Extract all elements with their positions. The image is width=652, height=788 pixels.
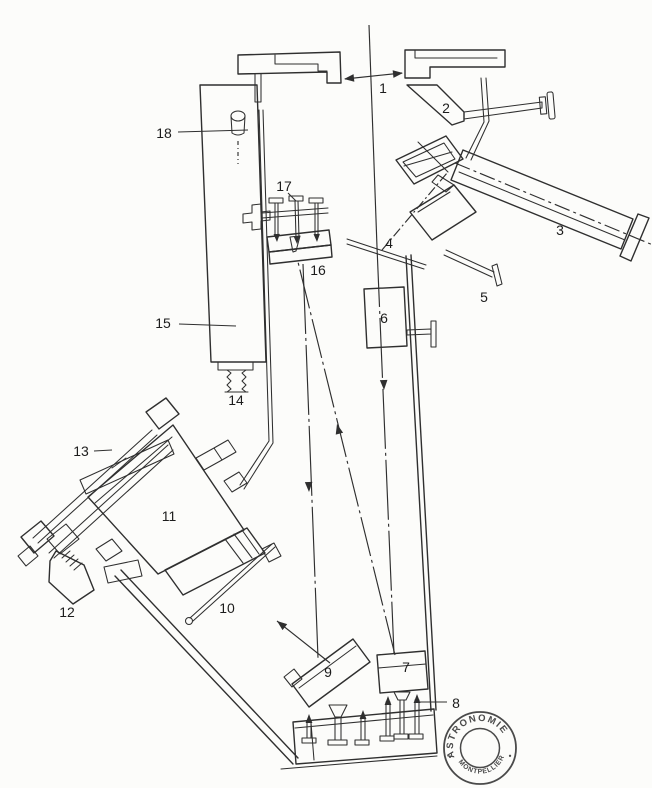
part-label-9: 9: [324, 664, 332, 680]
slit-head-bracket: [409, 184, 477, 241]
rod-ring: [184, 616, 194, 626]
part-label-10: 10: [219, 600, 235, 616]
guide-telescope-3: [395, 135, 652, 262]
light-path: [276, 24, 396, 664]
part-label-12: 12: [59, 604, 75, 620]
stamp-inner-ring: [459, 727, 501, 769]
part-label-18: 18: [156, 125, 172, 141]
slit-4: [346, 172, 448, 270]
detector-box-7: [376, 650, 429, 694]
eyepiece-mount: [46, 523, 80, 555]
part-label-14: 14: [228, 392, 244, 408]
part-label-7: 7: [402, 659, 410, 675]
beam-9-to-camera: [276, 620, 331, 664]
beam-arrow-up-icon: [335, 424, 344, 435]
funnel-screw: [328, 704, 348, 718]
beam-arrow-down-icon: [379, 379, 388, 390]
mount-plate: [79, 439, 175, 495]
left-diagonal-frame: [114, 569, 299, 765]
camera-box-11: [79, 424, 282, 596]
body-frame: [95, 254, 437, 765]
arrow-right-icon: [392, 70, 403, 78]
slit-jaw-left: [237, 51, 342, 103]
telescope-collar: [395, 135, 464, 185]
part-label-3: 3: [556, 222, 564, 238]
bellows-coupling-14-left: [226, 369, 232, 393]
focus-rod-10: [184, 543, 276, 626]
support-rod: [223, 109, 274, 493]
slit-jaw-right: [404, 49, 506, 161]
eyepiece-12: [46, 523, 95, 605]
bellows-coupling-14-right: [241, 369, 247, 393]
telescope-tube: [450, 149, 634, 250]
housing-flange: [217, 361, 254, 371]
tube-end-cap: [619, 213, 650, 262]
handle-knob: [546, 91, 556, 120]
stamp-outer-ring: [443, 711, 517, 785]
guide-mirror-2: [406, 84, 556, 126]
lamp-18: [230, 110, 246, 122]
fold-mirror-9: [283, 638, 371, 708]
beam-16-to-9: [302, 263, 319, 659]
optical-axis: [454, 162, 652, 246]
adjustment-screws-8: [379, 691, 424, 742]
entrance-beam: [368, 24, 378, 248]
arrow-left-icon: [344, 74, 355, 82]
optical-rail-13: [17, 397, 180, 567]
part-label-13: 13: [73, 443, 89, 459]
filter-knob: [430, 320, 437, 348]
lamp-housing-15: [199, 84, 267, 393]
tilt-screw-5: [443, 249, 503, 287]
rail-bottom-cap: [20, 520, 55, 554]
part-labels: 1 2 3 4 5 6 7 8 9 10 11 12 13 14 15 16 1…: [59, 80, 564, 711]
stamp-top-text: ASTRONOMIE: [445, 713, 509, 759]
part-label-2: 2: [442, 100, 450, 116]
svg-text:ASTRONOMIE: ASTRONOMIE: [445, 713, 510, 759]
stamp-bottom-text: MONTPELLIER: [457, 754, 506, 776]
barrel-nose: [261, 542, 282, 563]
part-label-15: 15: [155, 315, 171, 331]
stamp-separator-dot-left: •: [449, 753, 452, 762]
observatory-stamp: ASTRONOMIE MONTPELLIER • •: [443, 711, 517, 785]
part-label-11: 11: [162, 508, 177, 524]
beam-7-to-16: [297, 261, 396, 656]
rod-foot-plate: [223, 471, 248, 493]
leader-18: [177, 129, 249, 133]
lens-barrel: [164, 527, 266, 596]
part-label-4: 4: [385, 235, 393, 251]
part-label-8: 8: [452, 695, 460, 711]
leader-13: [93, 449, 113, 452]
base-plate: [280, 708, 438, 770]
part-label-16: 16: [310, 262, 326, 278]
cross-bracket: [242, 203, 271, 231]
leader-17: [287, 192, 297, 202]
stamp-separator-dot-right: •: [509, 752, 512, 761]
hatch-lines: [61, 550, 83, 571]
part-label-1: 1: [379, 80, 387, 96]
part-label-6: 6: [380, 310, 388, 326]
slit-width-arrow: [344, 70, 403, 82]
right-frame: [405, 254, 437, 712]
mirror-handle: [463, 101, 543, 120]
grating-screws-17: [268, 195, 324, 244]
filter-box-6: [363, 286, 437, 349]
screw-knob: [491, 263, 503, 287]
part-label-5: 5: [480, 289, 488, 305]
svg-text:MONTPELLIER: MONTPELLIER: [457, 754, 507, 776]
rail-top-cap: [145, 397, 180, 430]
leader-15: [178, 323, 237, 327]
part-label-17: 17: [276, 178, 292, 194]
base-screws: [301, 704, 370, 746]
